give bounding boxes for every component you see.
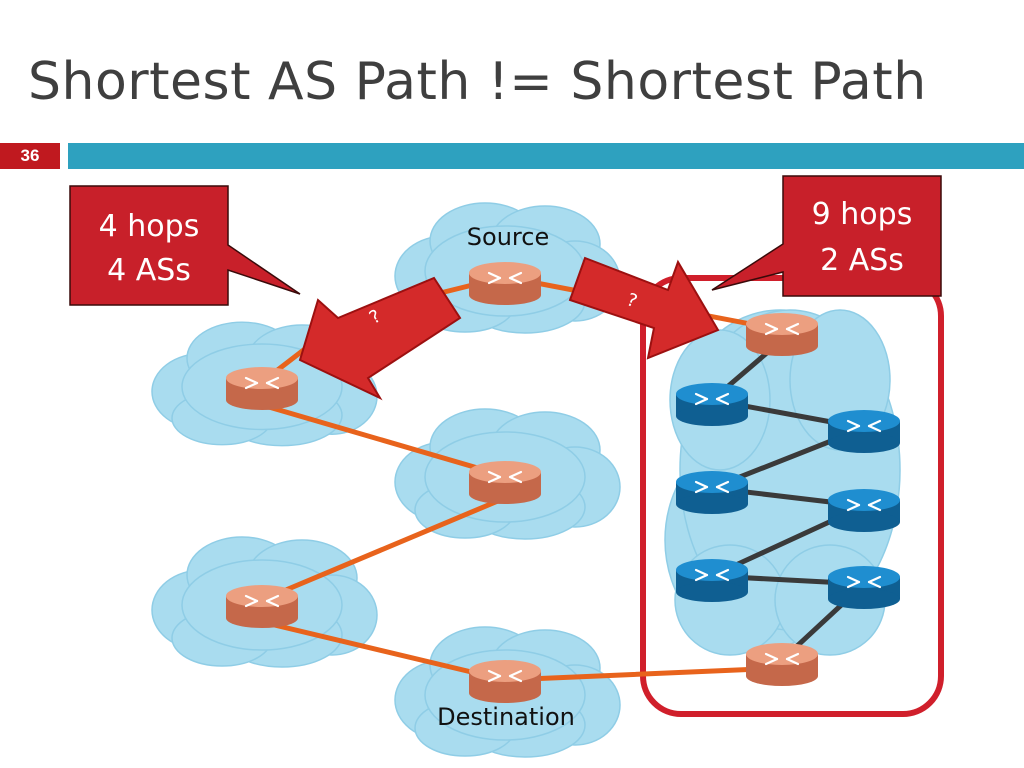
router-blue-1 — [676, 383, 748, 426]
router-source — [469, 262, 541, 305]
left-callout: 4 hops 4 ASs — [69, 185, 301, 306]
slide-title: Shortest AS Path != Shortest Path — [28, 52, 927, 112]
source-label: Source — [467, 223, 549, 251]
router-blue-4 — [828, 489, 900, 532]
router-blue-5 — [676, 559, 748, 602]
router-middle — [469, 461, 541, 504]
router-blue-2 — [828, 410, 900, 453]
router-right-exit — [746, 643, 818, 686]
router-left-lower — [226, 585, 298, 628]
right-callout-hops: 9 hops — [812, 197, 913, 232]
router-left-upper — [226, 367, 298, 410]
router-destination — [469, 660, 541, 703]
right-callout: 9 hops 2 ASs — [711, 175, 942, 297]
router-blue-6 — [828, 566, 900, 609]
right-callout-ass: 2 ASs — [820, 243, 904, 278]
right-red-arrow: ? — [568, 256, 720, 360]
router-blue-3 — [676, 471, 748, 514]
destination-label: Destination — [437, 703, 575, 731]
left-callout-hops: 4 hops — [99, 209, 200, 244]
left-red-arrow: ? — [298, 276, 462, 401]
router-right-entry — [746, 313, 818, 356]
slide-number: 36 — [0, 143, 60, 169]
left-callout-ass: 4 ASs — [107, 253, 191, 288]
header-band — [68, 143, 1024, 169]
